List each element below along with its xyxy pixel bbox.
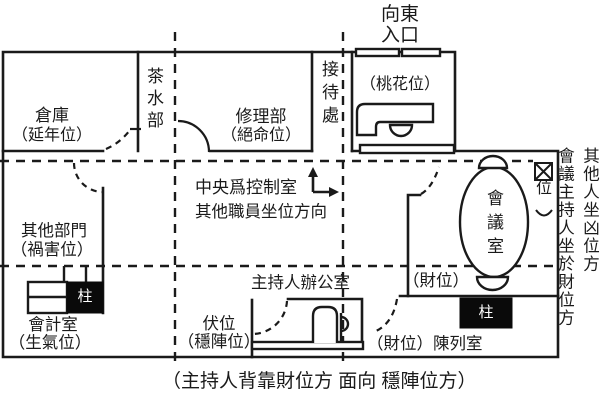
pillars [66, 281, 513, 329]
arrow-head-right [329, 187, 339, 197]
caption: （主持人背靠財位方 面向 穩陣位方） [162, 371, 477, 392]
accounting-chair-lines [62, 266, 88, 282]
office-door-arc [252, 300, 289, 336]
reception-counter [355, 102, 435, 137]
xiong-wei-label: 位 [535, 180, 552, 197]
meeting-chair-side [535, 209, 553, 217]
office-chair [311, 305, 339, 343]
furniture [26, 47, 553, 351]
pillar-right-label: 柱 [478, 304, 494, 321]
meeting-wealth-label: （財位） [403, 272, 469, 290]
entrance-label-line1: 向東 [380, 4, 419, 25]
other-dept-position-label: （禍害位） [10, 241, 94, 259]
storage-position-label: （延年位） [11, 127, 92, 144]
repair-label: 修理部 [235, 107, 287, 126]
fu-position-label: 伏位 [202, 315, 236, 333]
entrance-room-sideboard [358, 143, 456, 155]
center-note-line1: 中央爲控制室 [195, 178, 297, 197]
entrance-door-panel-right [400, 47, 442, 58]
entrance-door-panel-left [354, 47, 401, 58]
pillar-right [459, 297, 513, 329]
tea-room-label: 茶水部 [144, 67, 163, 133]
storage-door-arc [105, 129, 131, 151]
office-side-table [339, 313, 350, 343]
peach-position-label: （桃花位） [359, 76, 440, 93]
host-office-label: 主持人辦公室 [251, 274, 350, 292]
outer-wall [1, 50, 560, 359]
xiong-x [534, 162, 553, 181]
center-note-line2: 其他職員坐位方向 [195, 203, 327, 221]
meeting-chair-bottom [475, 275, 510, 292]
other-dept-door-arc [72, 162, 104, 194]
pillar-left [66, 281, 104, 314]
side-note-outer: 其他人坐凶位方 [580, 147, 599, 273]
basin-icon [388, 123, 414, 138]
xiong-boxed-x-icon [534, 162, 553, 181]
arrow-head-up [308, 167, 318, 177]
meeting-room-label: 會議室 [484, 189, 503, 261]
meeting-chair-top [477, 154, 509, 170]
pillar-left-label: 柱 [77, 288, 93, 305]
meeting-door-arc [420, 166, 441, 195]
storage-label: 倉庫 [35, 106, 69, 125]
other-dept-label: 其他部門 [21, 222, 87, 240]
door-arcs [72, 119, 441, 336]
meeting-room-wall [406, 193, 422, 298]
entrance-label-line2: 入口 [380, 25, 419, 46]
walls [1, 50, 560, 359]
repair-position-label: （絕命位） [220, 127, 301, 144]
accounting-position-label: （生氣位） [8, 334, 92, 352]
arrow-lines [311, 175, 331, 194]
grid-dashed-lines [0, 32, 558, 368]
showroom-door-arc [375, 298, 399, 332]
accounting-label: 會計室 [28, 316, 78, 334]
side-note-inner: 會議主持人坐於財位方 [555, 147, 574, 327]
fu-sub-label: （穩陣位） [177, 333, 261, 351]
office-desk [250, 340, 365, 351]
reception-label: 接待處 [319, 60, 338, 129]
seating-direction-arrow-icon [308, 167, 339, 197]
repair-door-arc [177, 119, 211, 153]
office-wall-topright [286, 297, 364, 345]
showroom-label: （財位）陳列室 [367, 335, 483, 353]
